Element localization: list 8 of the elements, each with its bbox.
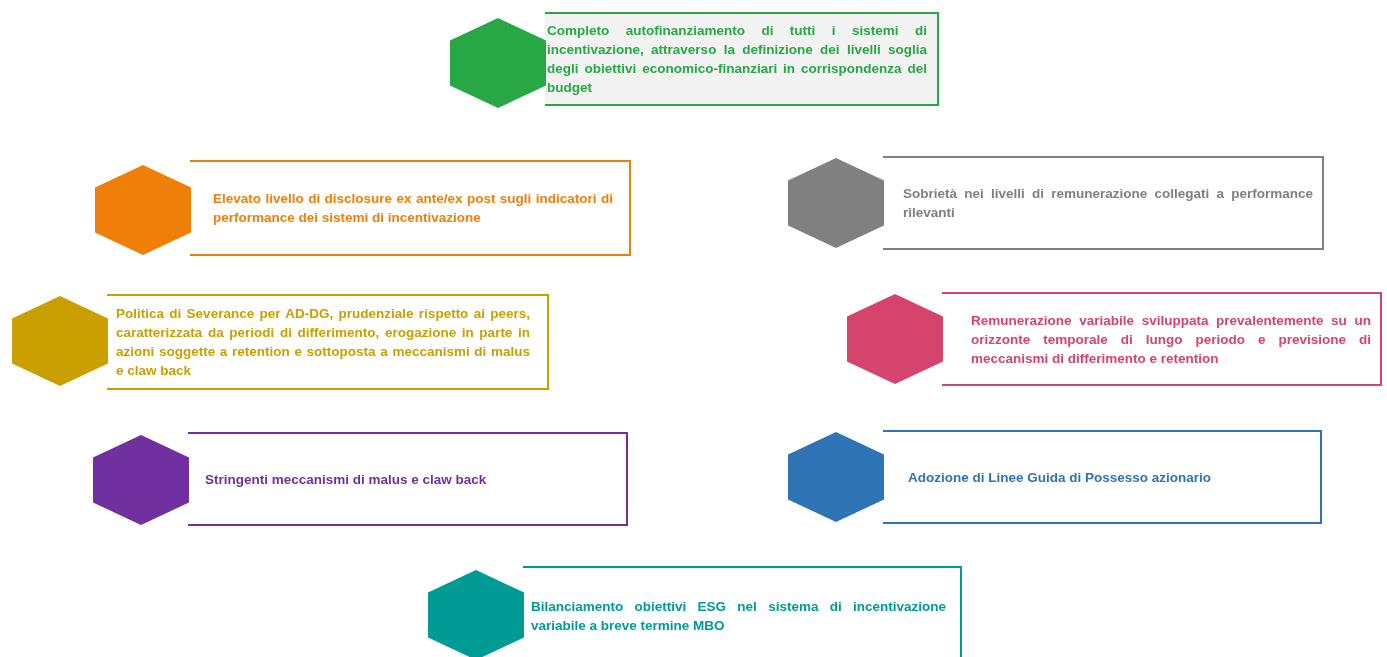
card-text: Adozione di Linee Guida di Possesso azionario (908, 469, 1213, 487)
card-text: Sobrietà nei livelli di remunerazione collegati a performance rilevanti (903, 185, 1313, 222)
card-text: Politica di Severance per AD-DG, prudenziale rispetto ai peers, caratterizzata da periodi di differimento, erogazione in parte in azioni soggette a retention e sottoposta a meccanismi di malus e claw back (116, 305, 530, 380)
card-text: Completo autofinanziamento di tutti i sistemi di incentivazione, attraverso la definizione dei livelli soglia degli obiettivi economico-finanziari in corrispondenza del budget (547, 22, 927, 97)
card-text: Elevato livello di disclosure ex ante/ex post sugli indicatori di performance dei sistemi di incentivazione (213, 190, 613, 227)
card-text: Stringenti meccanismi di malus e claw back (205, 471, 488, 489)
card-text: Bilanciamento obiettivi ESG nel sistema di incentivazione variabile a breve termine MBO (531, 598, 946, 635)
card-text: Remunerazione variabile sviluppata prevalentemente su un orizzonte temporale di lungo periodo e previsione di meccanismi di differimento e retention (971, 312, 1371, 368)
